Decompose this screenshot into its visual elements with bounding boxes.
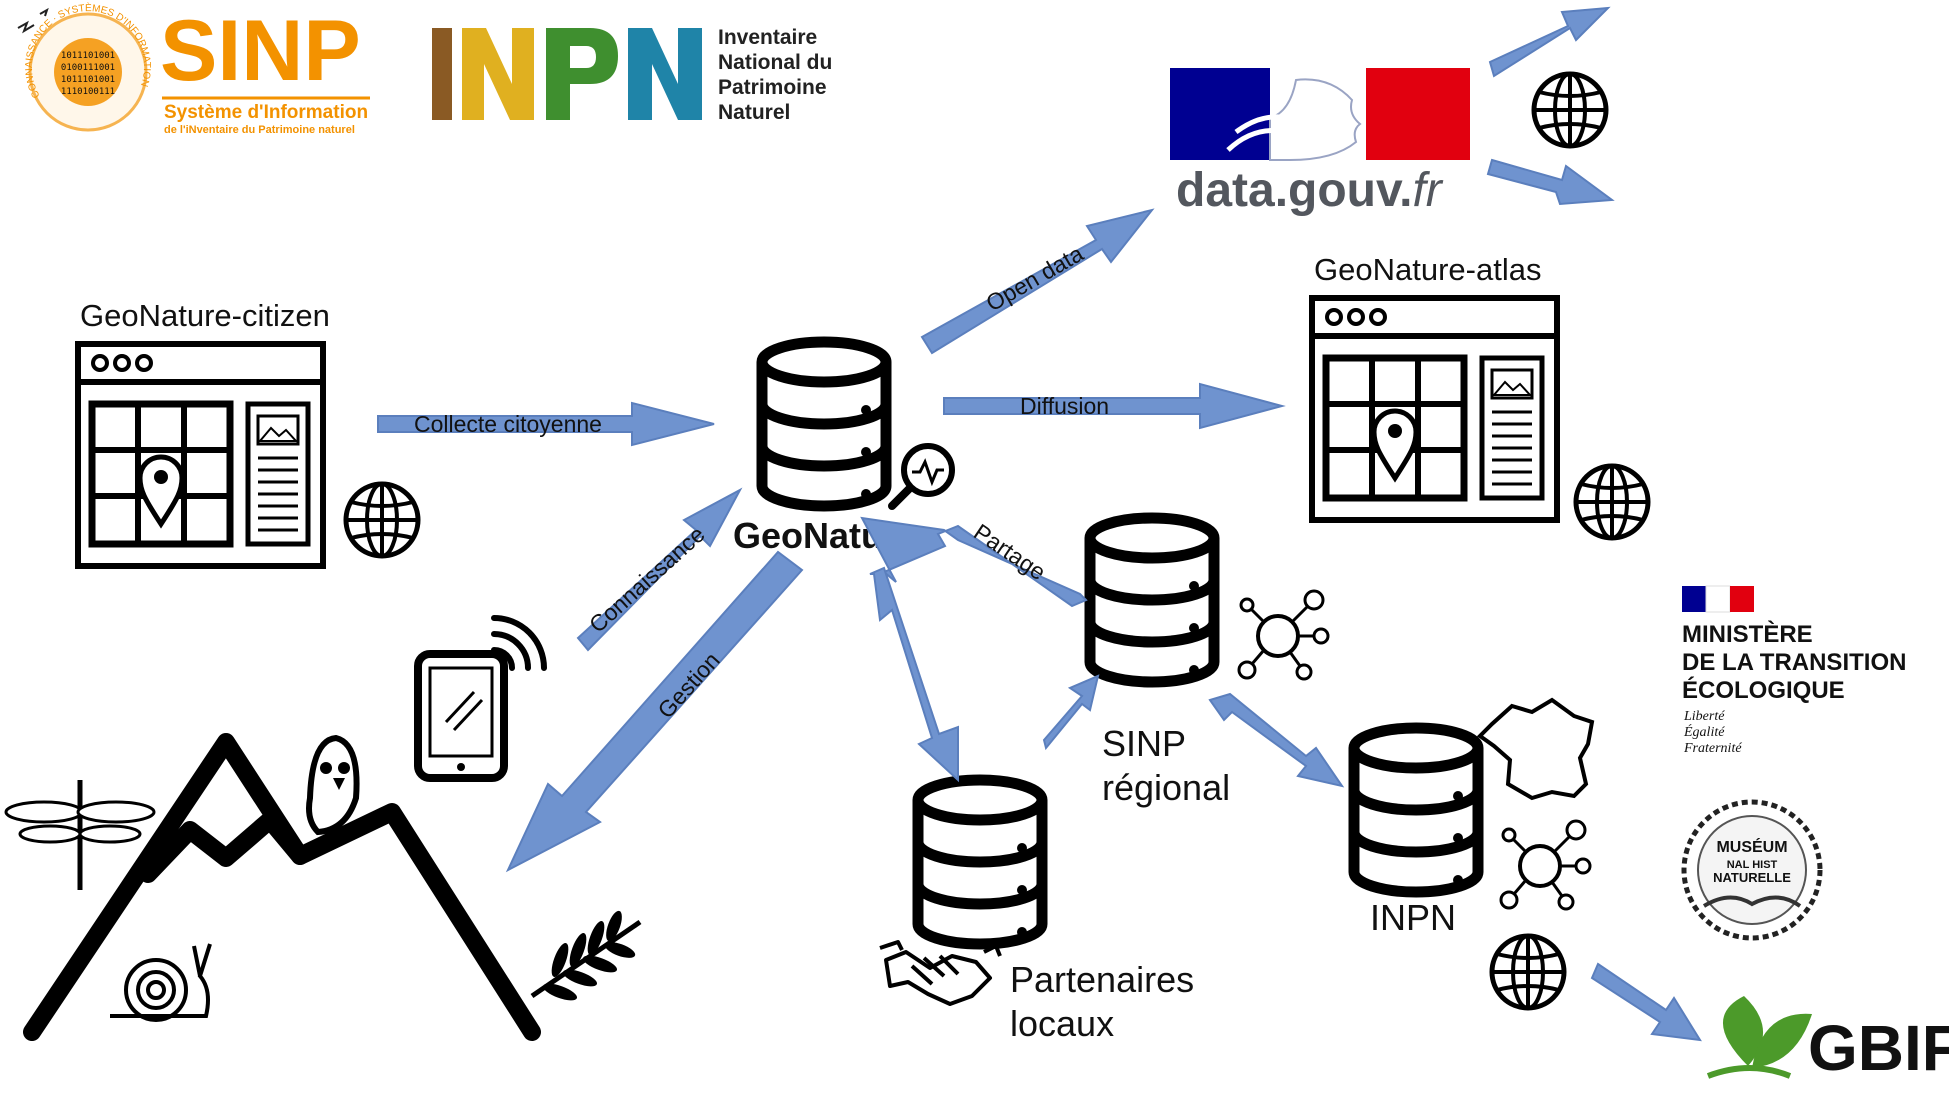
database-icon-sinp-regional <box>1090 518 1214 682</box>
dragonfly-icon <box>4 780 156 890</box>
flag-red-band <box>1366 68 1470 160</box>
node-sinp-regional-line2: régional <box>1102 767 1230 808</box>
inpn-letter-p <box>546 28 618 120</box>
label-connaissance: Connaissance <box>584 521 710 638</box>
arrow-open-data <box>920 208 1155 355</box>
network-icon-inpn <box>1499 819 1592 911</box>
france-map-icon <box>1476 697 1595 801</box>
sinp-binary-4: 1110100111 <box>61 87 115 97</box>
node-sinp-regional-line1: SINP <box>1102 723 1186 764</box>
inpn-letter-n2 <box>628 28 702 120</box>
inpn-letter-i <box>432 28 452 120</box>
globe-icon-inpn <box>1492 936 1564 1008</box>
sinp-sun-icon <box>54 38 122 106</box>
flag-blue-band <box>1170 68 1270 160</box>
ministere-logo: MINISTÈRE DE LA TRANSITION ÉCOLOGIQUE Li… <box>1682 585 1906 756</box>
sinp-binary-2: 0100111001 <box>61 63 115 73</box>
label-open-data: Open data <box>982 240 1088 316</box>
arrow-datagouv-up <box>1488 6 1611 78</box>
label-partage: Partage <box>969 519 1050 586</box>
sinp-tagline: de l'iNventaire du Patrimoine naturel <box>164 124 355 136</box>
sinp-binary-1: 1011101001 <box>61 51 115 61</box>
network-icon-sinp-regional <box>1237 589 1330 681</box>
inpn-logo: Inventaire National du Patrimoine Nature… <box>432 26 832 124</box>
museum-line-2: NAL HIST <box>1727 859 1778 871</box>
inpn-line-3: Patrimoine <box>718 76 827 99</box>
datagouv-logo: data.gouv.fr <box>1170 68 1470 217</box>
arrow-gbif <box>1590 962 1702 1042</box>
inpn-letter-n <box>462 28 534 120</box>
gbif-stem <box>1706 1065 1792 1079</box>
database-icon-partenaires <box>918 780 1042 944</box>
birds-icon <box>17 7 49 34</box>
smartphone-icon <box>414 650 508 782</box>
arrow-diffusion <box>943 382 1286 430</box>
node-geonature-citizen: GeoNature-citizen <box>80 298 330 333</box>
handshake-icon <box>879 940 1002 1006</box>
arrow-gestion <box>505 550 804 873</box>
inpn-line-2: National du <box>718 51 832 74</box>
gbif-leaf-right <box>1752 1013 1812 1068</box>
database-icon-inpn <box>1354 728 1478 892</box>
gbif-leaf-left <box>1722 996 1764 1066</box>
ministere-line-2: DE LA TRANSITION <box>1682 649 1906 676</box>
arrow-connaissance <box>576 487 743 652</box>
magnifier-icon <box>888 443 955 510</box>
globe-icon-citizen <box>346 484 418 556</box>
database-icon-geonature <box>762 342 886 506</box>
museum-plants-icon <box>1702 895 1802 908</box>
ministere-flag-white <box>1705 585 1731 613</box>
ministere-motto-3: Fraternité <box>1683 741 1742 756</box>
signal-waves-icon <box>491 615 547 671</box>
node-partenaires-line1: Partenaires <box>1010 959 1194 1000</box>
marianne-hair-icon <box>1226 114 1302 152</box>
sinp-subtitle: Système d'Information <box>164 102 368 123</box>
fern-leaf-icon <box>530 910 642 1001</box>
node-geonature-atlas: GeoNature-atlas <box>1314 252 1541 287</box>
owl-icon <box>306 734 360 836</box>
inpn-line-4: Naturel <box>718 101 790 124</box>
gbif-logo: GBIF <box>1706 996 1949 1084</box>
museum-line-1: MUSÉUM <box>1716 837 1787 856</box>
arrow-sinp-inpn <box>1208 692 1345 788</box>
sinp-logo: 1011101001 0100111001 1011101001 1110100… <box>17 1 370 136</box>
datagouv-text: data.gouv.fr <box>1176 164 1444 217</box>
mountains-icon <box>23 733 541 1041</box>
globe-icon-atlas <box>1576 466 1648 538</box>
ministere-motto-1: Liberté <box>1683 709 1725 724</box>
ministere-flag-red <box>1730 586 1754 612</box>
label-diffusion: Diffusion <box>1020 393 1109 419</box>
ministere-line-1: MINISTÈRE <box>1682 620 1813 648</box>
geonature-citizen-window-icon <box>78 344 323 566</box>
arrows-layer <box>377 6 1702 1042</box>
museum-line-3: NATURELLE <box>1713 870 1791 885</box>
sinp-binary-3: 1011101001 <box>61 75 115 85</box>
node-partenaires-line2: locaux <box>1010 1003 1114 1044</box>
sinp-title: SINP <box>160 3 361 99</box>
label-collecte: Collecte citoyenne <box>414 411 602 437</box>
ministere-motto-2: Égalité <box>1683 723 1725 740</box>
ministere-line-3: ÉCOLOGIQUE <box>1682 676 1845 704</box>
arrow-geonature-partenaires <box>869 566 959 783</box>
snail-icon <box>110 943 212 1022</box>
inpn-line-1: Inventaire <box>718 26 817 49</box>
geonature-atlas-window-icon <box>1312 298 1557 520</box>
ministere-flag-blue <box>1682 586 1706 612</box>
arrow-datagouv-down <box>1486 158 1615 206</box>
globe-icon-datagouv <box>1534 74 1606 146</box>
arrow-sinp-partenaires <box>1042 674 1100 751</box>
museum-logo: MUSÉUM NAL HIST NATURELLE <box>1681 799 1823 941</box>
arrow-partage <box>860 516 1088 608</box>
arrow-collecte <box>377 401 715 447</box>
gbif-text: GBIF <box>1808 1012 1949 1084</box>
node-inpn: INPN <box>1370 897 1456 938</box>
